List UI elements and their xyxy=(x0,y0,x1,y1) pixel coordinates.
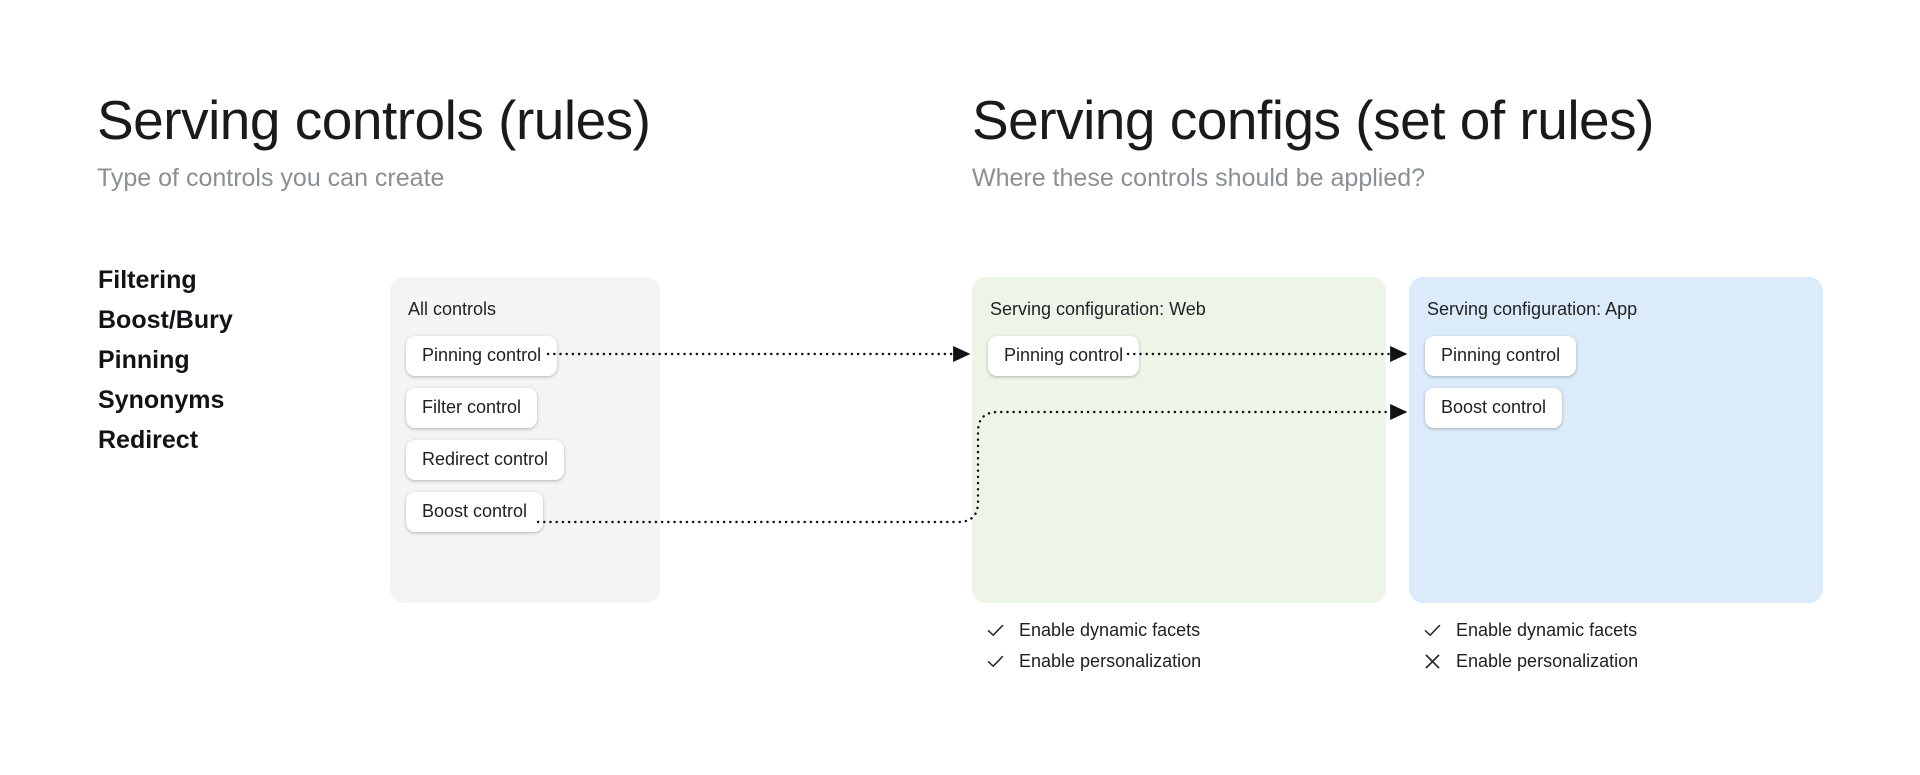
serving-configs-title: Serving configs (set of rules) xyxy=(972,89,1654,151)
check-icon xyxy=(986,621,1005,640)
feature-row: Enable personalization xyxy=(1423,650,1638,672)
control-type-filtering: Filtering xyxy=(98,266,197,294)
serving-controls-subtitle: Type of controls you can create xyxy=(97,163,445,192)
serving-config-web-title: Serving configuration: Web xyxy=(990,299,1206,319)
serving-config-web-chip-list: Pinning control xyxy=(988,336,1386,376)
control-type-pinning: Pinning xyxy=(98,346,190,374)
chip-boost-control[interactable]: Boost control xyxy=(406,492,544,532)
chip-boost-control[interactable]: Boost control xyxy=(1425,388,1563,428)
serving-config-app-panel: Serving configuration: App Pinning contr… xyxy=(1409,277,1823,603)
control-type-boost-bury: Boost/Bury xyxy=(98,306,233,334)
chip-pinning-control[interactable]: Pinning control xyxy=(406,336,558,376)
feature-row: Enable dynamic facets xyxy=(986,619,1201,641)
serving-config-web-features: Enable dynamic facets Enable personaliza… xyxy=(986,619,1201,672)
serving-controls-title: Serving controls (rules) xyxy=(97,89,651,151)
chip-redirect-control[interactable]: Redirect control xyxy=(406,440,565,480)
feature-label: Enable personalization xyxy=(1019,650,1202,671)
chip-filter-control[interactable]: Filter control xyxy=(406,388,538,428)
feature-row: Enable dynamic facets xyxy=(1423,619,1638,641)
all-controls-panel: All controls Pinning control Filter cont… xyxy=(390,277,660,603)
serving-config-app-features: Enable dynamic facets Enable personaliza… xyxy=(1423,619,1638,672)
feature-row: Enable personalization xyxy=(986,650,1201,672)
cross-icon xyxy=(1423,652,1442,671)
serving-config-app-title: Serving configuration: App xyxy=(1427,299,1638,319)
all-controls-panel-title: All controls xyxy=(408,299,497,319)
feature-label: Enable personalization xyxy=(1456,650,1639,671)
control-type-synonyms: Synonyms xyxy=(98,386,225,414)
control-types-list: Filtering Boost/Bury Pinning Synonyms Re… xyxy=(98,265,233,455)
serving-configs-subtitle: Where these controls should be applied? xyxy=(972,163,1426,192)
check-icon xyxy=(1423,621,1442,640)
all-controls-chip-list: Pinning control Filter control Redirect … xyxy=(406,336,660,532)
chip-pinning-control[interactable]: Pinning control xyxy=(1425,336,1577,376)
control-type-redirect: Redirect xyxy=(98,426,199,454)
chip-pinning-control[interactable]: Pinning control xyxy=(988,336,1140,376)
feature-label: Enable dynamic facets xyxy=(1456,619,1638,640)
serving-config-app-chip-list: Pinning control Boost control xyxy=(1425,336,1823,428)
check-icon xyxy=(986,652,1005,671)
feature-label: Enable dynamic facets xyxy=(1019,619,1201,640)
right-column-heading: Serving configs (set of rules) Where the… xyxy=(972,89,1654,193)
serving-config-web-panel: Serving configuration: Web Pinning contr… xyxy=(972,277,1386,603)
left-column-heading: Serving controls (rules) Type of control… xyxy=(97,89,651,193)
